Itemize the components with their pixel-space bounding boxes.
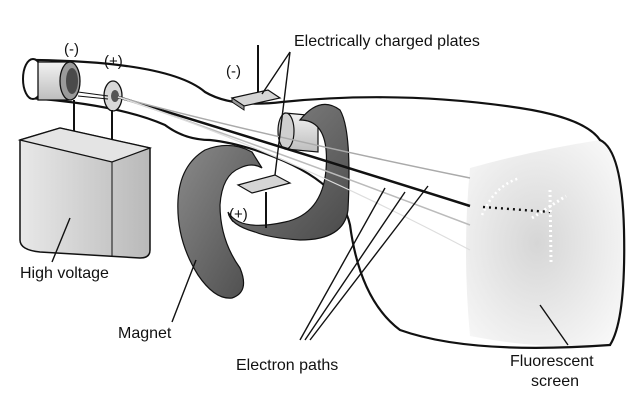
plates-label: Electrically charged plates — [294, 33, 480, 50]
high-voltage-battery — [17, 127, 153, 259]
high-voltage-label: High voltage — [20, 265, 109, 282]
magnet-label: Magnet — [118, 325, 172, 342]
cathode-sign-label: (-) — [64, 41, 79, 58]
cathode — [37, 61, 81, 101]
magnet — [177, 103, 350, 299]
glass-tube — [22, 58, 612, 349]
bottom-plate — [236, 174, 292, 228]
focusing-cylinder — [277, 112, 319, 153]
top-plate-sign-label: (-) — [226, 63, 241, 80]
top-plate — [230, 45, 282, 111]
anode — [103, 80, 123, 112]
fluorescent-screen-label-line2: screen — [531, 373, 579, 390]
electron-paths-label: Electron paths — [236, 357, 338, 374]
anode-sign-label: (+) — [104, 53, 123, 70]
fluorescent-screen-label-line1: Fluorescent — [510, 353, 594, 370]
bottom-plate-sign-label: (+) — [229, 206, 248, 223]
fluorescent-screen — [466, 138, 626, 347]
leader-lines — [51, 51, 569, 346]
